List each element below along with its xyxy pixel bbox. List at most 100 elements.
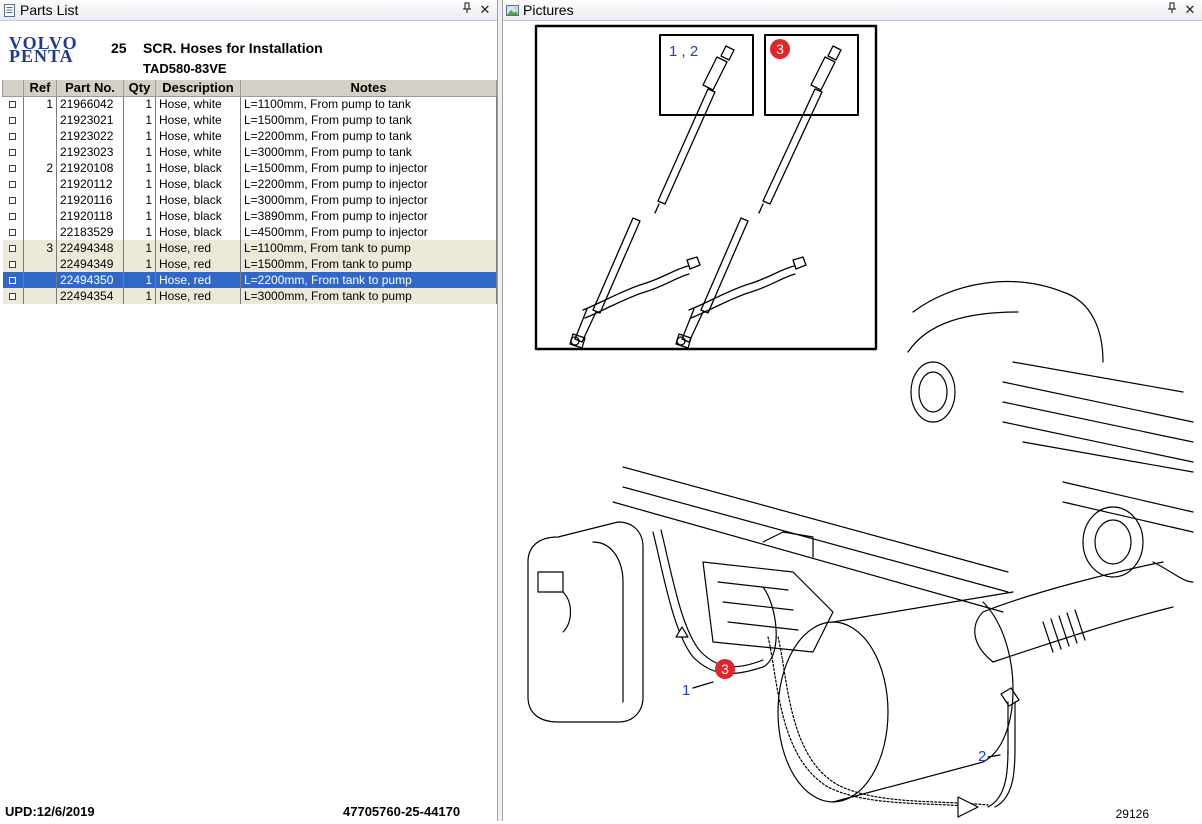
checkbox-icon[interactable] [9, 212, 17, 220]
description-cell: Hose, white [155, 112, 241, 128]
row-checkbox[interactable] [2, 160, 24, 176]
column-header-ref[interactable]: Ref [23, 80, 57, 97]
checkbox-icon[interactable] [9, 244, 17, 252]
checkbox-icon[interactable] [9, 196, 17, 204]
column-header-select[interactable] [2, 80, 24, 97]
checkbox-icon[interactable] [9, 228, 17, 236]
checkbox-icon[interactable] [9, 180, 17, 188]
description-cell: Hose, red [155, 240, 241, 256]
description-cell: Hose, red [155, 272, 241, 288]
row-checkbox[interactable] [2, 192, 24, 208]
pin-icon[interactable] [1164, 2, 1180, 18]
row-checkbox[interactable] [2, 176, 24, 192]
close-icon[interactable]: ✕ [479, 2, 491, 17]
row-checkbox[interactable] [2, 224, 24, 240]
notes-cell: L=1500mm, From pump to tank [240, 112, 497, 128]
notes-cell: L=1500mm, From tank to pump [240, 256, 497, 272]
checkbox-icon[interactable] [9, 292, 17, 300]
notes-cell: L=3000mm, From pump to tank [240, 144, 497, 160]
qty-cell: 1 [123, 128, 156, 144]
catalog-header: VOLVO PENTA [0, 21, 497, 81]
parts-list-pane: Parts List ✕ VOLVO PENTA 25 SCR. Hoses f… [0, 0, 498, 821]
notes-cell: L=2200mm, From tank to pump [240, 272, 497, 288]
column-header-notes[interactable]: Notes [240, 80, 497, 97]
inset-label-1-2: 1 , 2 [669, 43, 698, 60]
part-no-cell: 22494348 [56, 240, 124, 256]
part-no-cell: 21920116 [56, 192, 124, 208]
ref-cell [23, 288, 57, 304]
row-checkbox[interactable] [2, 144, 24, 160]
row-checkbox[interactable] [2, 112, 24, 128]
row-checkbox[interactable] [2, 288, 24, 304]
picture-icon [506, 4, 519, 16]
description-cell: Hose, white [155, 128, 241, 144]
pane-splitter[interactable] [498, 0, 502, 821]
callout-badge-3 [715, 659, 735, 679]
part-no-cell: 22494350 [56, 272, 124, 288]
notes-cell: L=3890mm, From pump to injector [240, 208, 497, 224]
hose-assembly-1-2 [569, 45, 735, 349]
inset-frame [534, 24, 878, 351]
column-header-description[interactable]: Description [155, 80, 241, 97]
ref-cell [23, 256, 57, 272]
part-no-cell: 21920112 [56, 176, 124, 192]
description-cell: Hose, black [155, 176, 241, 192]
notes-cell: L=1100mm, From pump to tank [240, 96, 497, 112]
row-checkbox[interactable] [2, 256, 24, 272]
pictures-title: Pictures [523, 2, 574, 18]
parts-list-header: Parts List ✕ [0, 0, 497, 21]
checkbox-icon[interactable] [9, 148, 17, 156]
part-no-cell: 22494354 [56, 288, 124, 304]
ref-cell [23, 224, 57, 240]
notes-cell: L=2200mm, From pump to tank [240, 128, 497, 144]
checkbox-icon[interactable] [9, 116, 17, 124]
checkbox-icon[interactable] [9, 101, 17, 109]
ref-cell [23, 272, 57, 288]
close-icon[interactable]: ✕ [1184, 2, 1196, 17]
part-no-cell: 21923021 [56, 112, 124, 128]
checkbox-icon[interactable] [9, 276, 17, 284]
description-cell: Hose, white [155, 144, 241, 160]
ref-cell [23, 112, 57, 128]
checkbox-icon[interactable] [9, 132, 17, 140]
inset-label-3: 3 [776, 41, 784, 57]
checkbox-icon[interactable] [9, 260, 17, 268]
row-checkbox[interactable] [2, 128, 24, 144]
description-cell: Hose, white [155, 96, 241, 112]
row-checkbox[interactable] [2, 96, 24, 112]
row-checkbox[interactable] [2, 208, 24, 224]
description-cell: Hose, black [155, 208, 241, 224]
row-checkbox[interactable] [2, 272, 24, 288]
qty-cell: 1 [123, 240, 156, 256]
qty-cell: 1 [123, 272, 156, 288]
checkbox-icon[interactable] [9, 164, 17, 172]
pictures-pane: Pictures ✕ [502, 0, 1202, 821]
hose-assembly-3 [675, 45, 842, 349]
drawing-number: 29126 [1115, 807, 1149, 821]
ref-cell [23, 192, 57, 208]
ref-cell: 2 [23, 160, 57, 176]
column-header-part-no[interactable]: Part No. [56, 80, 124, 97]
exploded-view-drawing[interactable]: 1 , 2 3 3 1 2 29126 [503, 22, 1202, 821]
part-no-cell: 21920108 [56, 160, 124, 176]
column-header-qty[interactable]: Qty [123, 80, 156, 97]
row-checkbox[interactable] [2, 240, 24, 256]
part-no-cell: 21923023 [56, 144, 124, 160]
pin-icon[interactable] [459, 2, 475, 18]
description-cell: Hose, black [155, 160, 241, 176]
qty-cell: 1 [123, 176, 156, 192]
